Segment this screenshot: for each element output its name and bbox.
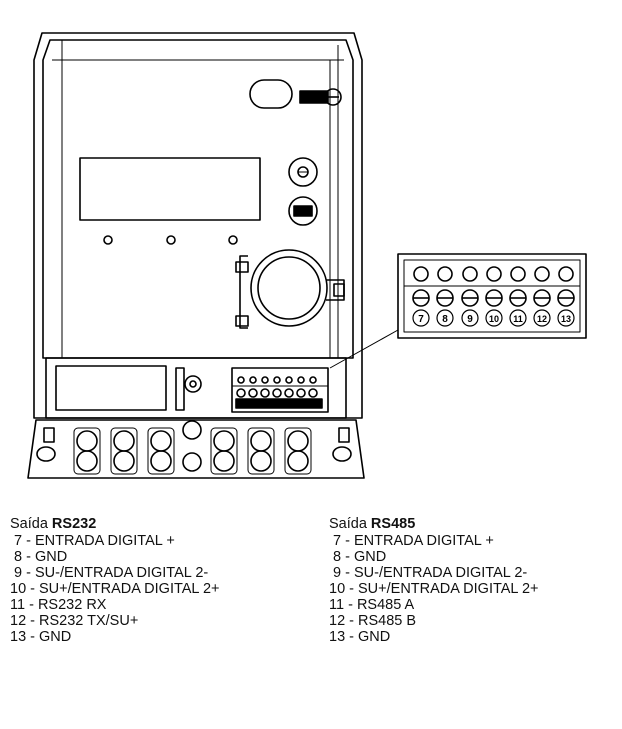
rs232-title: Saída RS232 — [10, 516, 220, 532]
led-3 — [228, 235, 238, 245]
main-terminal-screws — [73, 420, 312, 475]
button-icon-1 — [288, 157, 318, 187]
pin-row: 11 - RS232 RX — [10, 597, 107, 613]
rs485-title: Saída RS485 — [329, 516, 539, 532]
rs232-title-prefix: Saída — [10, 516, 52, 532]
button-icon-2 — [288, 196, 318, 226]
seal-screw-icon — [299, 88, 342, 106]
pin-row: 9 - SU-/ENTRADA DIGITAL 2- — [329, 565, 528, 581]
pin-row: 12 - RS485 B — [329, 613, 417, 629]
meter-body-outline — [33, 32, 363, 419]
zoomed-terminal-block — [397, 253, 587, 339]
pin-row: 7 - ENTRADA DIGITAL + — [329, 533, 494, 549]
rs485-title-prefix: Saída — [329, 516, 371, 532]
pin-row: 8 - GND — [10, 549, 68, 565]
meter-diagram: 7 8 9 10 11 12 13 — [27, 32, 587, 479]
rs485-pinout: Saída RS485 7 - ENTRADA DIGITAL + 8 - GN… — [329, 516, 539, 645]
optical-port — [235, 249, 345, 329]
label-window — [55, 365, 167, 411]
meter-body-inner — [42, 39, 354, 359]
terminal-number-8: 8 — [442, 314, 448, 325]
terminal-number-12: 12 — [537, 314, 547, 324]
led-1 — [103, 235, 113, 245]
pin-row: 12 - RS232 TX/SU+ — [10, 613, 139, 629]
terminal-number-11: 11 — [513, 314, 523, 324]
top-oval-window — [249, 79, 293, 109]
pin-row: 10 - SU+/ENTRADA DIGITAL 2+ — [329, 581, 539, 597]
rs232-pinout: Saída RS232 7 - ENTRADA DIGITAL + 8 - GN… — [10, 516, 220, 645]
terminal-number-circles — [412, 309, 575, 327]
pin-row: 11 - RS485 A — [329, 597, 415, 613]
pin-row: 9 - SU-/ENTRADA DIGITAL 2- — [10, 565, 209, 581]
terminal-number-13: 13 — [561, 314, 571, 324]
bottom-terminal-bar — [27, 419, 365, 479]
pin-row: 8 - GND — [329, 549, 387, 565]
pin-row: 7 - ENTRADA DIGITAL + — [10, 533, 175, 549]
pin-row: 10 - SU+/ENTRADA DIGITAL 2+ — [10, 581, 220, 597]
rs485-title-bold: RS485 — [370, 516, 416, 532]
callout-line — [329, 329, 399, 369]
terminal-number-9: 9 — [467, 314, 473, 325]
lcd-display — [79, 157, 261, 221]
zoomed-terminal-holes — [413, 266, 574, 282]
small-terminal-block — [231, 367, 329, 413]
terminal-cover — [45, 357, 347, 419]
terminal-number-7: 7 — [418, 314, 424, 325]
zoomed-terminal-screws — [412, 289, 575, 307]
pin-row: 13 - GND — [329, 629, 391, 645]
terminal-number-10: 10 — [489, 314, 499, 324]
pin-row: 13 - GND — [10, 629, 72, 645]
rs232-title-bold: RS232 — [51, 516, 97, 532]
led-2 — [166, 235, 176, 245]
